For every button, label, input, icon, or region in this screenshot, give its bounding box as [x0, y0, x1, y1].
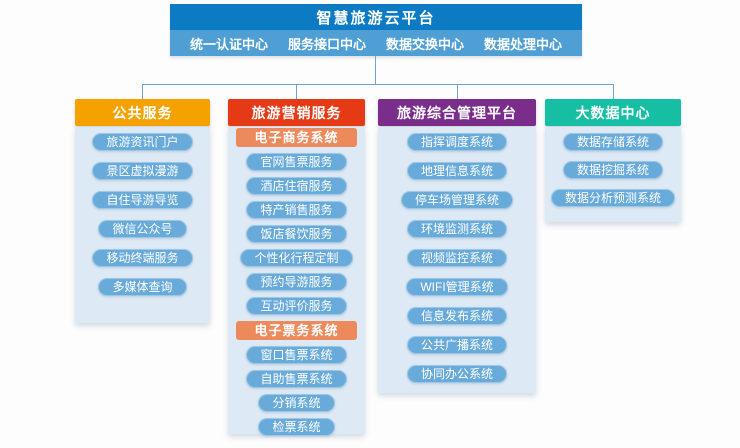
- column-header: 大数据中心: [545, 99, 681, 126]
- column-panel: 电子商务系统官网售票服务酒店住宿服务特产销售服务饭店餐饮服务个性化行程定制预约导…: [228, 127, 365, 436]
- system-pill: 自住导游导览: [92, 191, 193, 209]
- system-pill: 窗口售票系统: [246, 346, 347, 364]
- system-pill: 地理信息系统: [406, 162, 507, 180]
- column-panel: 数据存储系统数据挖掘系统数据分析预测系统: [545, 127, 681, 222]
- system-pill: 指挥调度系统: [406, 133, 507, 151]
- platform-centers-bar: 统一认证中心 服务接口中心 数据交换中心 数据处理中心: [170, 30, 582, 56]
- platform-title: 智慧旅游云平台: [316, 9, 436, 27]
- system-pill: 公共广播系统: [406, 336, 507, 354]
- connector-stem-line: [375, 56, 376, 84]
- column-panel: 指挥调度系统地理信息系统停车场管理系统环境监测系统视频监控系统 WIFI管理系统信…: [378, 127, 536, 393]
- system-pill: 互动评价服务: [246, 297, 347, 315]
- system-pill: 特产销售服务: [246, 201, 347, 219]
- system-pill: 多媒体查询: [98, 278, 187, 296]
- platform-center-label: 统一认证中心: [190, 36, 269, 52]
- system-pill: 微信公众号: [98, 220, 187, 238]
- subsystem-group-header: 电子票务系统: [236, 321, 357, 340]
- connector-drop-line: [142, 84, 143, 99]
- column-header: 公共服务: [75, 99, 210, 126]
- system-pill: 数据分析预测系统: [550, 189, 675, 207]
- column-header: 旅游综合管理平台: [378, 99, 536, 126]
- system-pill: 协同办公系统: [406, 365, 507, 383]
- column-panel: 旅游资讯门户景区虚拟漫游自住导游导览微信公众号移动终端服务多媒体查询: [75, 127, 210, 323]
- system-pill: 数据存储系统: [562, 133, 663, 151]
- system-pill: 数据挖掘系统: [562, 161, 663, 179]
- system-pill: WIFI管理系统: [406, 278, 508, 296]
- connector-drop-line: [457, 84, 458, 99]
- connector-drop-line: [296, 84, 297, 99]
- system-pill: 景区虚拟漫游: [92, 162, 193, 180]
- system-pill: 饭店餐饮服务: [246, 225, 347, 243]
- system-pill: 个性化行程定制: [240, 249, 353, 267]
- system-pill: 自助售票系统: [246, 370, 347, 388]
- system-pill: 检票系统: [258, 418, 335, 436]
- platform-center-label: 服务接口中心: [287, 36, 366, 52]
- system-pill: 官网售票服务: [246, 153, 347, 171]
- platform-title-bar: 智慧旅游云平台: [170, 4, 582, 30]
- system-pill: 旅游资讯门户: [92, 133, 193, 151]
- system-pill: 停车场管理系统: [400, 191, 513, 209]
- system-pill: 环境监测系统: [406, 220, 507, 238]
- subsystem-group-header: 电子商务系统: [236, 128, 357, 147]
- system-pill: 信息发布系统: [406, 307, 507, 325]
- system-pill: 移动终端服务: [92, 249, 193, 267]
- connector-horizontal-line: [142, 84, 614, 85]
- system-pill: 酒店住宿服务: [246, 177, 347, 195]
- system-pill: 视频监控系统: [406, 249, 507, 267]
- system-pill: 分销系统: [258, 394, 335, 412]
- connector-drop-line: [613, 84, 614, 99]
- column-header: 旅游营销服务: [228, 99, 365, 126]
- platform-center-label: 数据交换中心: [385, 36, 464, 52]
- platform-center-label: 数据处理中心: [483, 36, 562, 52]
- system-pill: 预约导游服务: [246, 273, 347, 291]
